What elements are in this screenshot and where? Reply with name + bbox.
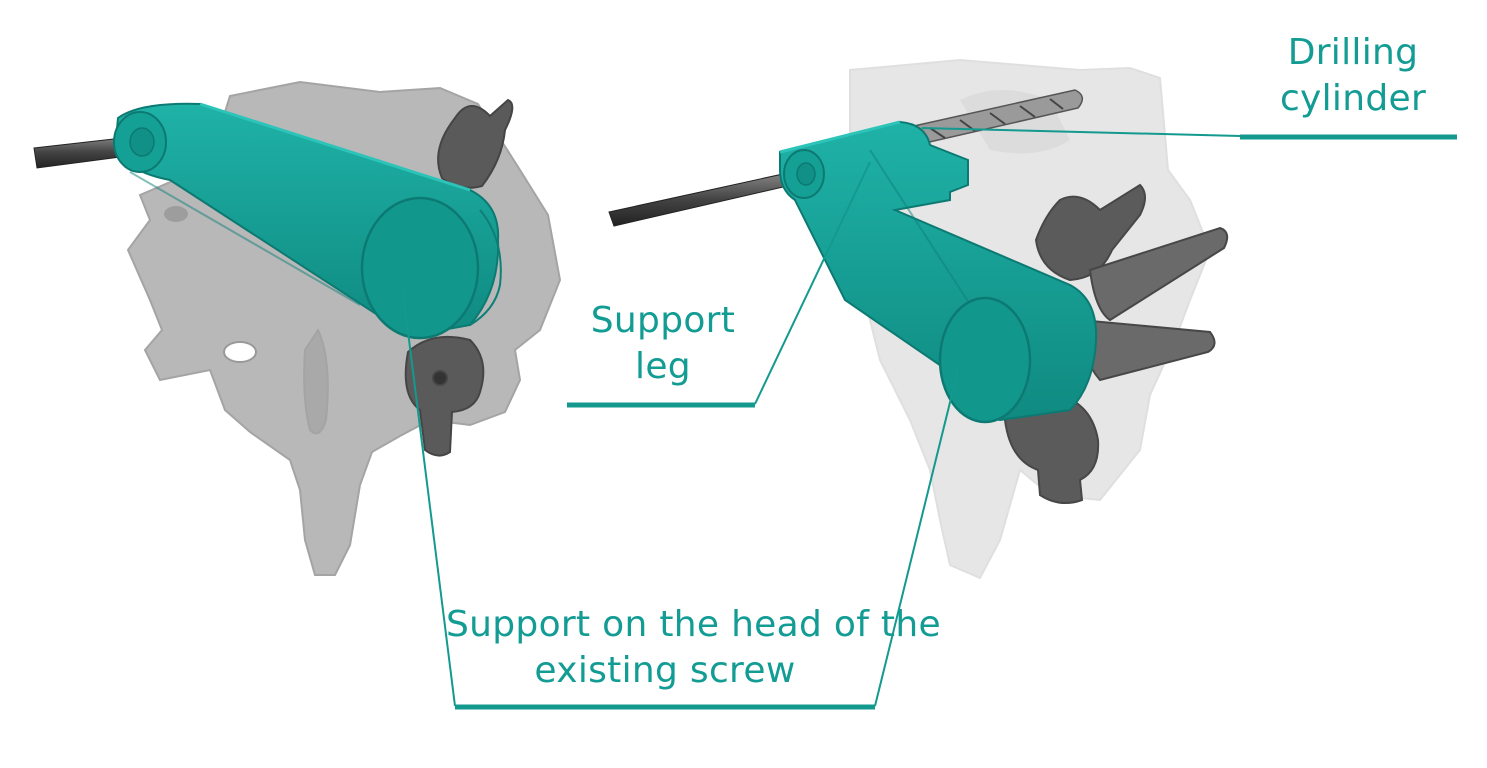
- left-guide-body: [113, 102, 502, 340]
- label-support-leg-line2: leg: [635, 346, 691, 387]
- leader-screw-left: [402, 291, 456, 707]
- leader-support-leg: [754, 161, 871, 405]
- left-screw-heads: [404, 98, 514, 457]
- right-guide-body: [779, 120, 1098, 424]
- right-screws: [1003, 183, 1229, 505]
- label-drilling-cylinder: Drilling cylinder: [1268, 30, 1438, 122]
- leader-screw-right: [874, 369, 959, 707]
- label-support-screw-line1: Support on the head of the: [446, 604, 941, 645]
- label-drilling-cylinder-line2: cylinder: [1279, 78, 1427, 119]
- label-support-leg-line1: Support: [590, 300, 736, 341]
- label-support-leg: Support leg: [588, 298, 738, 390]
- label-drilling-cylinder-line1: Drilling: [1287, 32, 1419, 73]
- label-support-screw: Support on the head of the existing scre…: [446, 602, 941, 694]
- right-drill-bit: [903, 89, 1084, 147]
- right-drill-rod: [608, 171, 797, 227]
- leader-lines: [402, 127, 1457, 710]
- label-support-screw-line2: existing screw: [534, 650, 796, 691]
- leader-drilling-cylinder: [921, 127, 1241, 137]
